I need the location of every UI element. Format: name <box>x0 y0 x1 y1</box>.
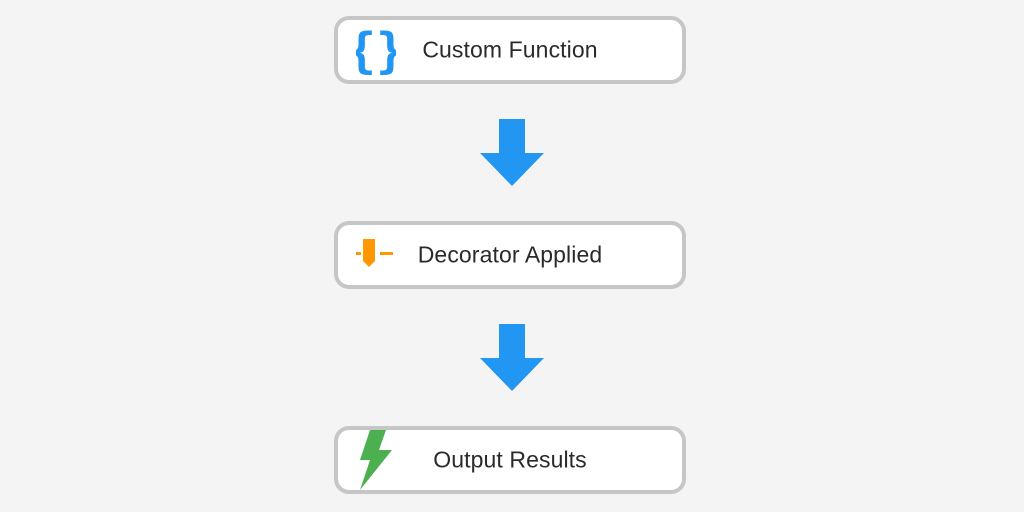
step-label: Decorator Applied <box>417 241 603 268</box>
arrow-down-icon <box>480 119 544 186</box>
step-label: Output Results <box>433 446 587 473</box>
step-decorator-applied: Decorator Applied <box>334 221 686 289</box>
decorator-pin-icon <box>356 235 400 275</box>
arrow-down-icon <box>480 324 544 391</box>
step-output-results: Output Results <box>334 426 686 494</box>
curly-braces-icon: {} <box>356 24 396 76</box>
step-label: Custom Function <box>422 36 598 63</box>
lightning-bolt-icon <box>356 430 396 490</box>
step-custom-function: {} Custom Function <box>334 16 686 84</box>
svg-text:{}: {} <box>356 24 396 76</box>
